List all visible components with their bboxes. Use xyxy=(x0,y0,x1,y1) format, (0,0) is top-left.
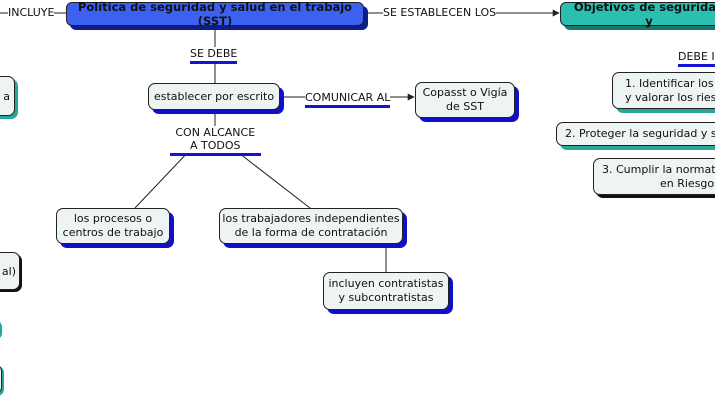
workers-node[interactable]: los trabajadores independientes de la fo… xyxy=(219,208,403,244)
copasst-node[interactable]: Copasst o Vigía de SST xyxy=(415,82,515,118)
objective-1-text-2: y valorar los riesg xyxy=(625,90,715,104)
link-label-se-debe: SE DEBE xyxy=(190,47,238,64)
objective-3-node[interactable]: 3. Cumplir la normativ en Riesgos xyxy=(593,158,715,195)
objective-2-node[interactable]: 2. Proteger la seguridad y sa xyxy=(556,122,715,146)
processes-text-2: centros de trabajo xyxy=(62,226,164,239)
copasst-text-1: Copasst o Vigía xyxy=(422,86,508,99)
workers-text-2: de la forma de contratación xyxy=(234,226,388,239)
link-label-se-establecen: SE ESTABLECEN LOS xyxy=(383,6,497,19)
contractors-node[interactable]: incluyen contratistas y subcontratistas xyxy=(323,272,449,310)
contractors-text-2: y subcontratistas xyxy=(338,291,434,304)
objective-1-text-1: 1. Identificar los xyxy=(625,76,714,90)
objectives-title-node[interactable]: Objetivos de seguridad y xyxy=(560,0,715,28)
link-label-comunicar: COMUNICAR AL xyxy=(305,91,391,108)
written-text: establecer por escrito xyxy=(153,89,275,103)
copasst-text-2: de SST xyxy=(446,100,484,113)
processes-node[interactable]: los procesos o centros de trabajo xyxy=(56,208,170,244)
workers-text-1: los trabajadores independientes xyxy=(222,212,400,225)
written-node[interactable]: establecer por escrito xyxy=(148,83,280,110)
link-label-alcance-1: CON ALCANCE xyxy=(175,126,256,139)
objectives-title-text: Objetivos de seguridad y xyxy=(573,0,715,28)
link-label-debe: DEBE I xyxy=(678,50,715,67)
objective-1-node[interactable]: 1. Identificar los y valorar los riesg xyxy=(612,72,715,109)
policy-title-text: Política de seguridad y salud en el trab… xyxy=(77,0,353,28)
objective-3-text-1: 3. Cumplir la normativ xyxy=(602,162,715,176)
processes-text-1: los procesos o xyxy=(73,212,153,225)
link-label-alcance: CON ALCANCE A TODOS xyxy=(170,126,261,156)
contractors-text-1: incluyen contratistas xyxy=(328,277,444,290)
link-label-incluye: INCLUYE xyxy=(8,6,55,19)
left-partial-node-2[interactable]: al) xyxy=(0,252,20,290)
left-partial-node-2-text: al) xyxy=(1,264,16,278)
link-label-alcance-2: A TODOS xyxy=(170,139,261,156)
left-partial-node-1[interactable]: a xyxy=(0,76,15,116)
objective-2-text: 2. Proteger la seguridad y sa xyxy=(565,127,715,140)
objective-3-text-2: en Riesgos xyxy=(660,176,715,190)
policy-title-node[interactable]: Política de seguridad y salud en el trab… xyxy=(66,0,364,28)
left-partial-node-1-text: a xyxy=(3,89,10,103)
